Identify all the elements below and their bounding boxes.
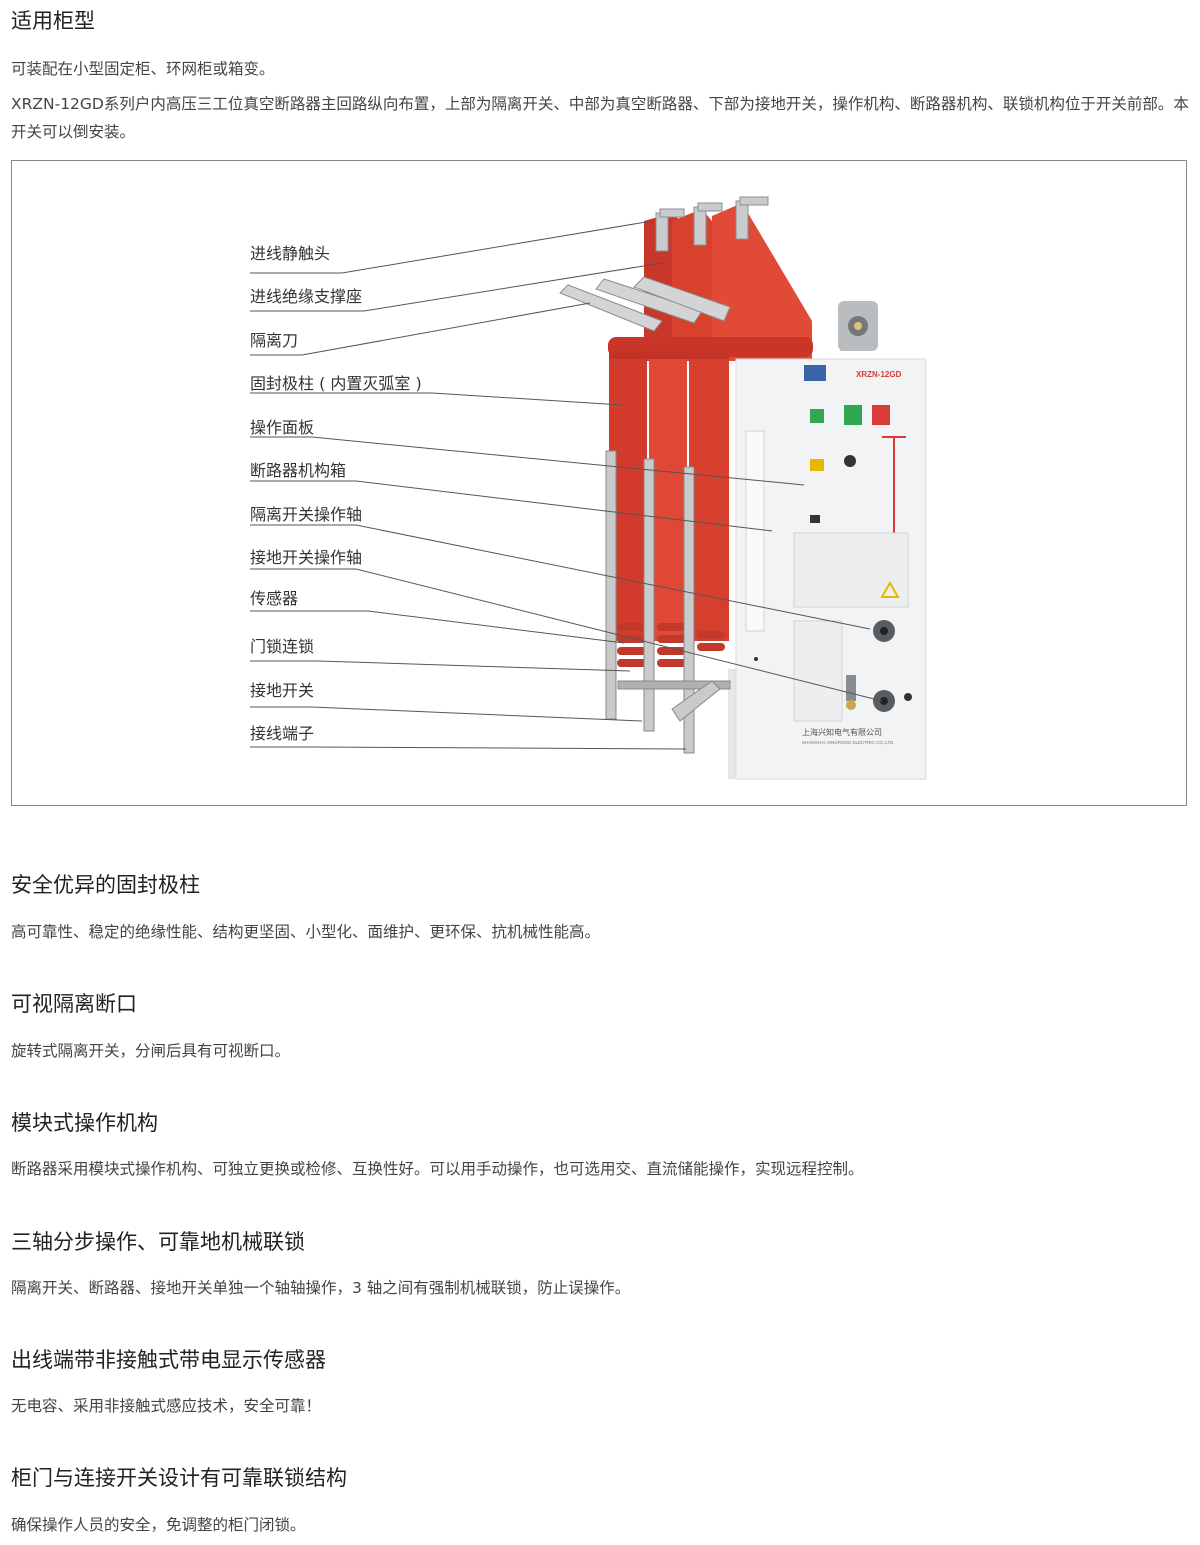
ground-switch-bars — [605, 450, 731, 754]
switch-illustration: XRZN-12GD 上海兴知电气有限公司 SHANGHAI XINGRONG E… — [250, 196, 927, 780]
feature-text-6: 确保操作人员的安全，免调整的柜门闭锁。 — [11, 1516, 306, 1534]
feature-title-5: 出线端带非接触式带电显示传感器 — [11, 1348, 326, 1372]
feature-text-2: 旋转式隔离开关，分闸后具有可视断口。 — [11, 1042, 291, 1060]
feature-text-3: 断路器采用模块式操作机构、可独立更换或检修、互换性好。可以用手动操作，也可选用交… — [11, 1160, 864, 1178]
label-operating-panel: 操作面板 — [250, 418, 315, 437]
operating-panel — [735, 358, 927, 780]
bellows — [617, 623, 725, 667]
panel-company: 上海兴知电气有限公司 — [802, 727, 882, 737]
intro-line-2: XRZN-12GD系列户内高压三工位真空断路器主回路纵向布置，上部为隔离开关、中… — [11, 95, 1189, 141]
panel-company-en: SHANGHAI XINGRONG ELECTRIC CO.,LTD. — [802, 740, 895, 745]
isolating-blades — [559, 276, 731, 332]
sealed-poles — [609, 351, 729, 641]
feature-text-4: 隔离开关、断路器、接地开关单独一个轴轴操作，3 轴之间有强制机械联锁，防止误操作… — [11, 1279, 631, 1297]
section-title-applicable-cabinet: 适用柜型 — [11, 9, 95, 33]
top-contacts — [655, 196, 769, 252]
feature-title-1: 安全优异的固封极柱 — [11, 873, 200, 897]
label-breaker-mechanism-box: 断路器机构箱 — [250, 461, 347, 480]
feature-text-5: 无电容、采用非接触式感应技术，安全可靠！ — [11, 1397, 322, 1415]
label-sealed-pole: 固封极柱 ( 内置灭弧室 ) — [250, 374, 422, 393]
label-incoming-static-contact: 进线静触头 — [250, 244, 331, 263]
label-incoming-insulation-support: 进线绝缘支撑座 — [250, 287, 363, 306]
top-insulators — [608, 203, 813, 361]
panel-brand: XRZN-12GD — [856, 370, 902, 379]
label-isolating-blade: 隔离刀 — [250, 331, 299, 350]
feature-text-1: 高可靠性、稳定的绝缘性能、结构更坚固、小型化、面维护、更环保、抗机械性能高。 — [11, 923, 601, 941]
feature-title-6: 柜门与连接开关设计有可靠联锁结构 — [11, 1466, 347, 1490]
label-terminal: 接线端子 — [250, 724, 315, 743]
leader-lines — [250, 220, 883, 750]
label-sensor: 传感器 — [250, 589, 299, 608]
feature-title-2: 可视隔离断口 — [11, 992, 137, 1016]
feature-title-3: 模块式操作机构 — [11, 1111, 158, 1135]
feature-title-4: 三轴分步操作、可靠地机械联锁 — [11, 1230, 305, 1254]
label-isolator-shaft: 隔离开关操作轴 — [250, 505, 363, 524]
intro-line-1: 可装配在小型固定柜、环网柜或箱变。 — [11, 60, 275, 78]
label-door-interlock: 门锁连锁 — [250, 637, 315, 656]
label-earthing-shaft: 接地开关操作轴 — [250, 548, 363, 567]
product-figure: XRZN-12GD 上海兴知电气有限公司 SHANGHAI XINGRONG E… — [11, 160, 1187, 806]
label-earthing-switch: 接地开关 — [250, 681, 315, 700]
